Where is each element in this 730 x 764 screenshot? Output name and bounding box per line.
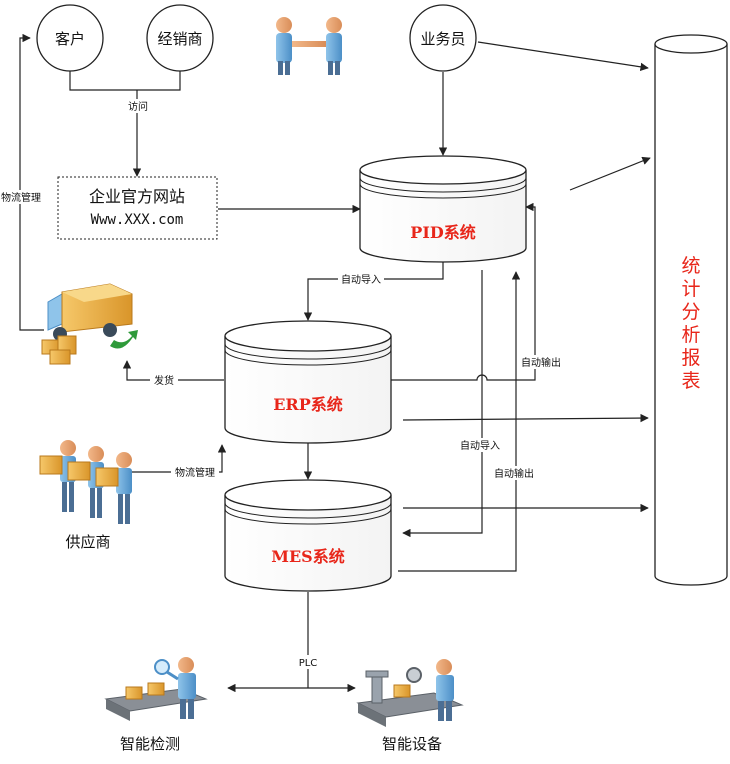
edge-pid-report	[569, 156, 651, 191]
edge-pid-mes-import	[402, 270, 483, 538]
logistics-supplier-label: 物流管理	[175, 466, 215, 479]
erp-system-node: ERP系统	[224, 320, 392, 444]
dealer-node: 经销商	[146, 4, 214, 72]
suppliers-group-icon	[39, 440, 132, 524]
auto-export-erp-pid-label: 自动输出	[521, 356, 561, 369]
equipment-worker-icon	[356, 659, 464, 727]
edge-erp-ship	[122, 360, 224, 381]
edge-labels: 访问 物流管理 自动导入 自动输出 发货 物流管理 自动导入 自动输出 PLC	[0, 99, 564, 669]
logistics-left-label: 物流管理	[1, 191, 41, 204]
report-label-3: 分	[681, 301, 700, 323]
edge-logistics-left	[19, 33, 44, 331]
edge-customer-bracket	[69, 70, 181, 91]
dealer-label: 经销商	[157, 30, 202, 48]
edge-salesman-report	[477, 41, 649, 72]
report-label-1: 统	[681, 255, 700, 277]
report-label-4: 析	[681, 324, 700, 346]
edges	[19, 33, 651, 693]
customer-label: 客户	[55, 30, 85, 48]
visit-label: 访问	[128, 100, 148, 113]
pid-label: PID系统	[410, 223, 475, 242]
website-node: 企业官方网站 Www.XXX.com	[57, 176, 218, 240]
erp-label: ERP系统	[273, 395, 343, 414]
report-label-5: 报	[681, 347, 700, 369]
report-label-6: 表	[681, 370, 700, 392]
supplier-label: 供应商	[65, 533, 110, 551]
mes-system-node: MES系统	[224, 479, 392, 592]
auto-export-mes-pid-label: 自动输出	[494, 467, 534, 480]
auto-import-pid-mes-label: 自动导入	[460, 439, 500, 452]
delivery-truck-icon	[41, 283, 138, 365]
salesman-node: 业务员	[409, 4, 477, 72]
website-url: Www.XXX.com	[91, 212, 184, 228]
customer-node: 客户	[36, 4, 104, 72]
edge-mes-pid-export	[398, 271, 521, 572]
auto-import-pid-erp-label: 自动导入	[341, 273, 381, 286]
plc-label: PLC	[299, 658, 318, 669]
ship-label: 发货	[154, 374, 174, 387]
report-label-2: 计	[681, 278, 700, 300]
edge-pid-erp-import	[303, 262, 444, 321]
salesman-label: 业务员	[420, 30, 465, 48]
edge-erp-report	[402, 413, 649, 423]
handshake-icon	[276, 17, 342, 75]
equipment-label: 智能设备	[382, 735, 442, 753]
edge-erp-pid-export	[390, 202, 536, 381]
pid-system-node: PID系统	[359, 155, 527, 263]
website-title: 企业官方网站	[89, 187, 185, 206]
edge-supplier-erp	[128, 444, 227, 473]
inspection-worker-icon	[104, 657, 208, 721]
mes-label: MES系统	[271, 547, 344, 566]
inspection-label: 智能检测	[120, 735, 180, 753]
report-node: 统 计 分 析 报 表	[654, 34, 728, 586]
